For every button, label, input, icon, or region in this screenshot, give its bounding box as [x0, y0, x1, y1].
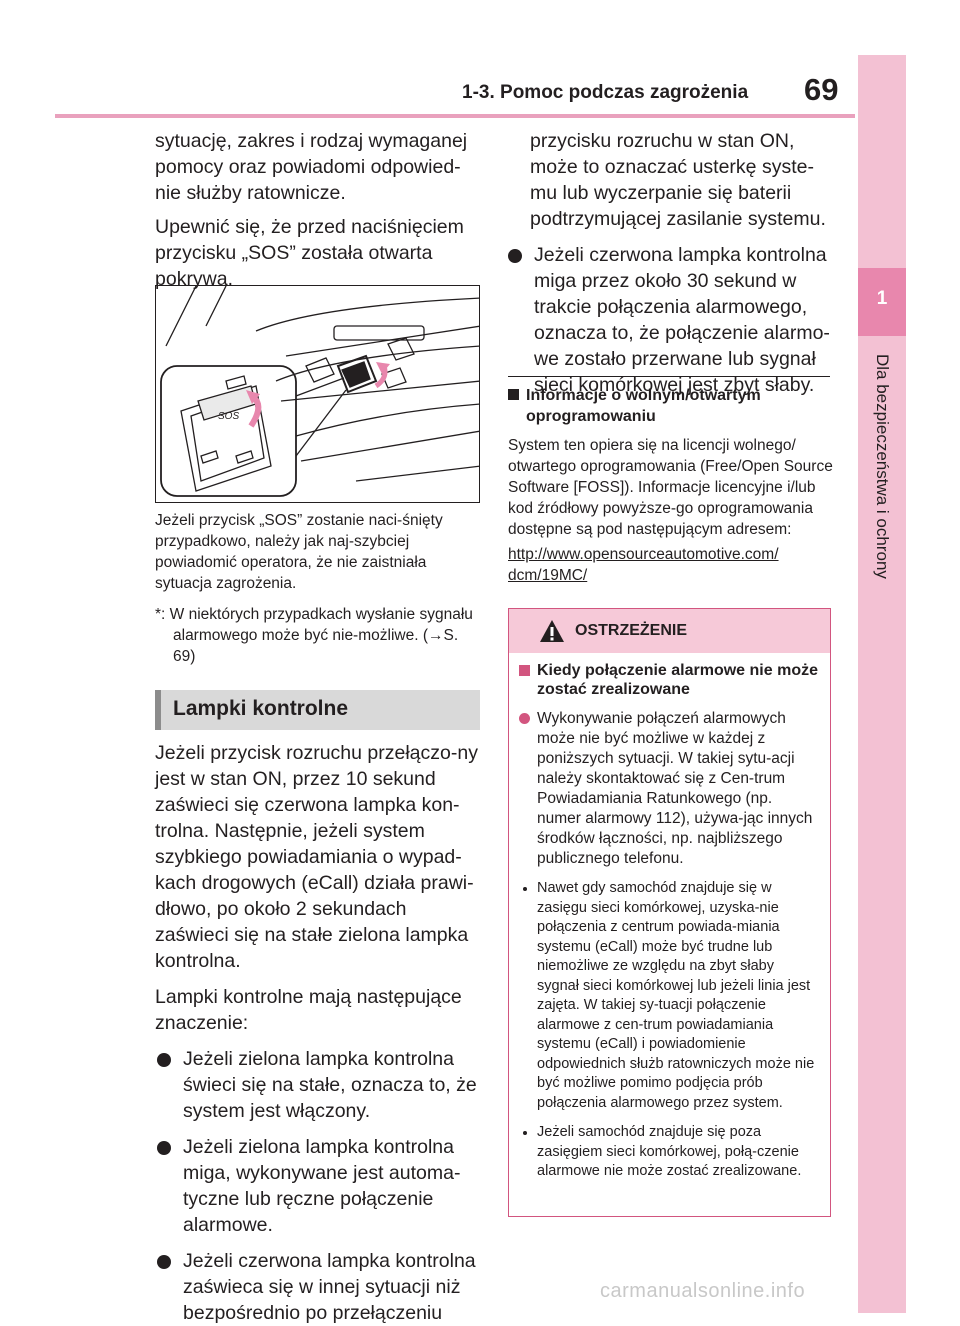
paragraph-open-cover: Upewnić się, że przed naciśnięciem przyc…	[155, 216, 464, 290]
foss-link[interactable]: http://www.opensourceautomotive.com/	[508, 546, 779, 563]
figure-captions: Jeżeli przycisk „SOS” zostanie naci-śnię…	[155, 510, 480, 667]
bullet-dot	[508, 249, 522, 263]
chapter-number: 1	[876, 288, 888, 309]
bullet-dot	[523, 1131, 527, 1135]
paragraph-intro: sytuację, zakres i rodzaj wymaganej pomo…	[155, 130, 468, 204]
caption-accidental-press: Jeżeli przycisk „SOS” zostanie naci-śnię…	[155, 512, 443, 592]
watermark: carmanualsonline.info	[600, 1280, 806, 1302]
sos-label: SOS	[218, 411, 239, 422]
warning-box: OSTRZEŻENIE Kiedy połączenie alarmowe ni…	[508, 608, 831, 1217]
paragraph-indicator-lights: Jeżeli przycisk rozruchu przełączo-ny je…	[155, 742, 478, 972]
list-item: Jeżeli zielona lampka kontrolna świeci s…	[157, 1046, 485, 1124]
list-item: Jeżeli czerwona lampka kontrolna miga pr…	[508, 242, 833, 398]
warning-triangle-icon	[540, 620, 564, 642]
sos-button-illustration: SOS	[155, 285, 480, 503]
paragraph-meaning: Lampki kontrolne mają następujące znacze…	[155, 986, 462, 1034]
bullet-dot	[157, 1141, 171, 1155]
warning-sub-bullet: Jeżeli samochód znajduje się poza zasięg…	[519, 1123, 819, 1182]
header-rule	[55, 114, 855, 118]
warning-subheading: Kiedy połączenie alarmowe nie może zosta…	[519, 661, 819, 699]
foss-link-continued[interactable]: dcm/19MC/	[508, 567, 588, 584]
square-bullet-icon	[508, 389, 519, 400]
chapter-title: Dla bezpieczeństwa i ochrony	[873, 354, 892, 579]
section-heading-bar: Lampki kontrolne	[155, 690, 480, 730]
foss-info: Informacje o wolnym/otwartym oprogramowa…	[508, 385, 833, 586]
warning-title: OSTRZEŻENIE	[575, 622, 688, 639]
section-heading: Lampki kontrolne	[173, 697, 349, 720]
section-title: 1-3. Pomoc podczas zagrożenia	[462, 82, 749, 103]
square-bullet-icon	[519, 665, 530, 676]
bullet-text: Jeżeli zielona lampka kontrolna świeci s…	[183, 1048, 477, 1122]
info-link-block: http://www.opensourceautomotive.com/ dcm…	[508, 544, 833, 586]
warning-header: OSTRZEŻENIE	[509, 609, 830, 653]
left-column-top: sytuację, zakres i rodzaj wymaganej pomo…	[155, 128, 483, 292]
list-item: Jeżeli czerwona lampka kontrolna zaświec…	[157, 1248, 485, 1326]
bullet-text: Jeżeli zielona lampka kontrolna miga, wy…	[183, 1136, 461, 1236]
bullet-dot	[519, 713, 530, 724]
caption-footnote: *: W niektórych przypadkach wysłanie syg…	[155, 606, 473, 665]
bullet-text: Jeżeli czerwona lampka kontrolna miga pr…	[534, 244, 830, 396]
chapter-tab-strip	[858, 55, 906, 1313]
page-number: 69	[804, 72, 839, 107]
bullet-dot	[157, 1053, 171, 1067]
left-column-bottom: Jeżeli przycisk rozruchu przełączo-ny je…	[155, 740, 485, 1326]
bullet-dot	[523, 887, 527, 891]
right-column-top: przycisku rozruchu w stan ON, może to oz…	[508, 128, 833, 398]
overhead-console-drawing: SOS	[160, 286, 479, 497]
info-text: System ten opiera się na licencji wolneg…	[508, 437, 833, 538]
divider	[508, 376, 830, 377]
warning-content: Kiedy połączenie alarmowe nie może zosta…	[519, 661, 819, 1182]
chapter-tab-highlight	[858, 268, 906, 336]
section-heading-accent	[155, 690, 161, 730]
warning-main-bullet: Wykonywanie połączeń alarmowych może nie…	[519, 709, 819, 869]
list-item: Jeżeli zielona lampka kontrolna miga, wy…	[157, 1134, 485, 1238]
warning-sub-bullet: Nawet gdy samochód znajduje się w zasięg…	[519, 879, 819, 1113]
paragraph-continuation: przycisku rozruchu w stan ON, może to oz…	[530, 130, 826, 230]
info-heading: Informacje o wolnym/otwartym oprogramowa…	[508, 385, 833, 427]
bullet-dot	[157, 1255, 171, 1269]
